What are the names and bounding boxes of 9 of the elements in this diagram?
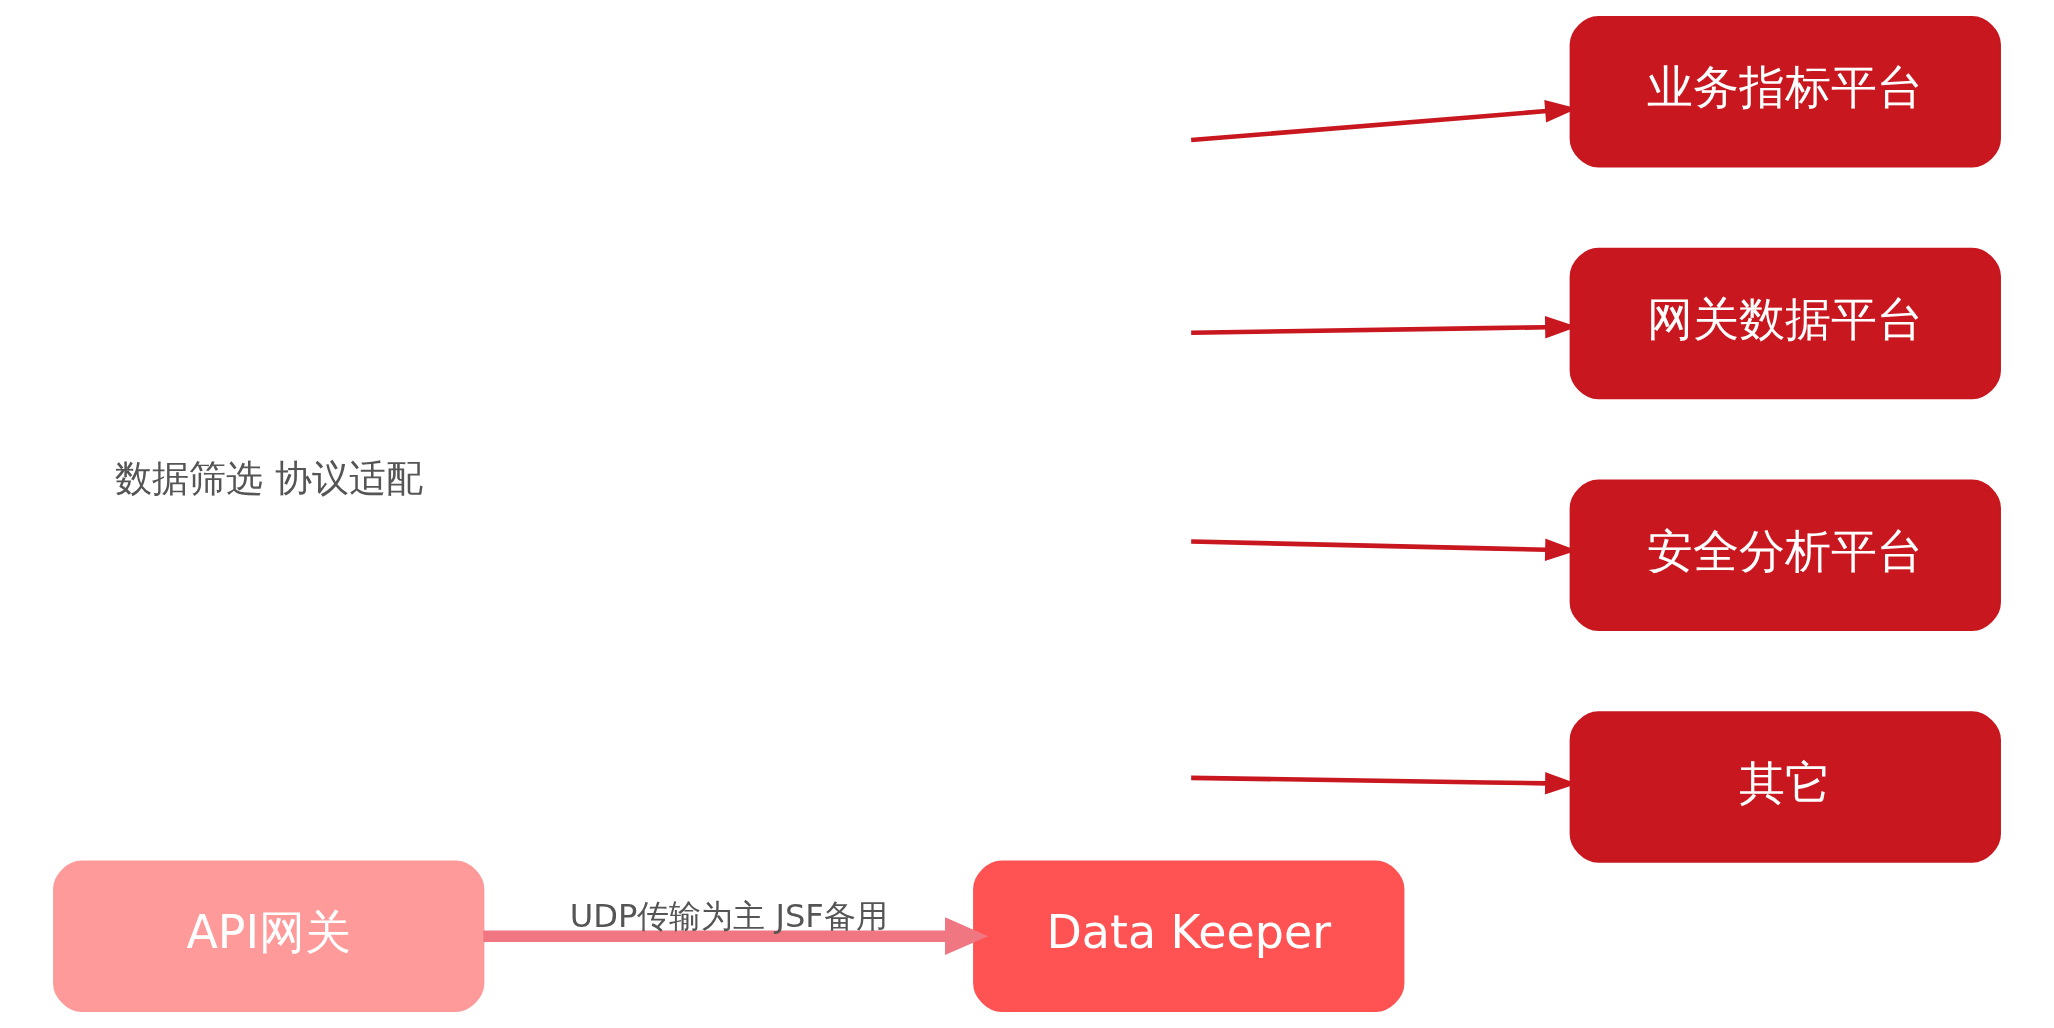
node-box: 业务指标平台 <box>1569 16 2001 168</box>
label: 数据筛选 协议适配 <box>114 456 423 500</box>
node-box: 安全分析平台 <box>1569 479 2001 631</box>
node-box: 网关数据平台 <box>1569 247 2001 400</box>
node-box: 其它 <box>1569 711 2001 863</box>
arrow <box>483 917 988 955</box>
edge-label: UDP传输为主 JSF备用 <box>569 897 888 936</box>
node-box: API网关 <box>53 860 485 1012</box>
node-box: Data Keeper <box>973 860 1405 1012</box>
